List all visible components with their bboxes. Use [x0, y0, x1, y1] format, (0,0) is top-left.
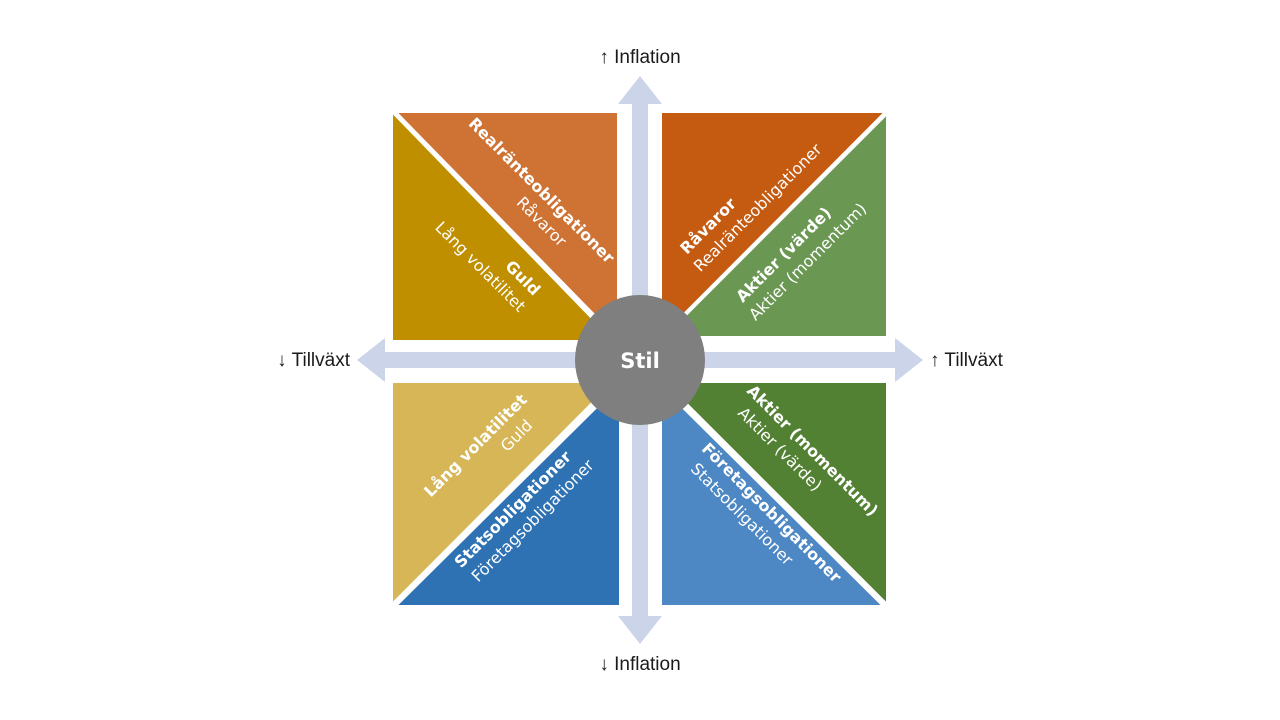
quadrant-bottom-left [391, 381, 621, 607]
triangle-realranteobligationer [393, 111, 619, 342]
arrow-head-down [618, 616, 662, 644]
center-circle [575, 295, 705, 425]
center-label: Stil [620, 349, 660, 373]
triangle-lang-volatilitet [391, 381, 616, 607]
triangle-aktier-varde [661, 111, 888, 338]
axis-label-right: ↑ Tillväxt [930, 350, 1004, 371]
center: Stil [575, 295, 705, 425]
quadrant-bottom-right [660, 381, 888, 607]
axis-label-left: ↓ Tillväxt [277, 350, 351, 371]
triangle-aktier-momentum [662, 381, 888, 607]
arrow-head-left [357, 338, 385, 382]
arrow-head-right [895, 338, 923, 382]
axis-label-top: ↑ Inflation [599, 47, 680, 68]
quadrant-top-left [391, 109, 619, 342]
triangle-ravaror [660, 111, 888, 340]
axis-label-bottom: ↓ Inflation [599, 654, 680, 675]
triangle-foretagsobligationer [660, 383, 886, 607]
quadrant-top-right [660, 111, 888, 340]
arrow-head-up [618, 76, 662, 104]
triangle-guld [391, 109, 617, 342]
triangle-statsobligationer [393, 381, 621, 607]
